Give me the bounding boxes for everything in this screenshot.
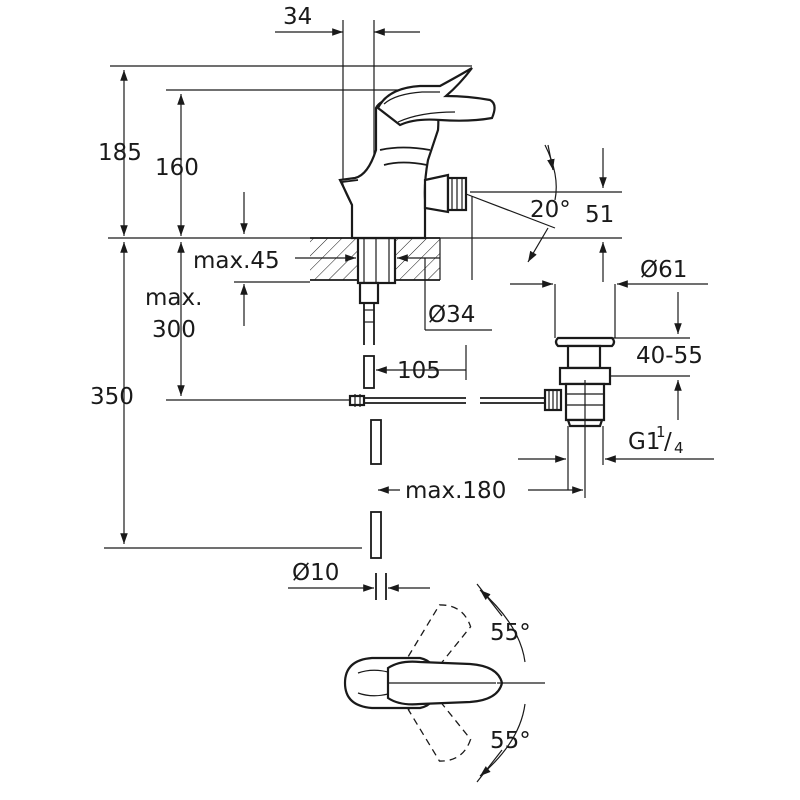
dim-max-label-1: max. <box>145 285 202 311</box>
dim-34-group: 34 <box>275 4 420 238</box>
dim-lever-height: 160 <box>155 155 199 181</box>
thread-base: G1 <box>628 429 660 455</box>
dim-waste-range: 40-55 <box>636 343 703 369</box>
dim-total-height: 185 <box>98 140 142 166</box>
dim-tilt-angle: 20° <box>530 197 571 223</box>
thread-denominator: 4 <box>674 439 684 457</box>
dim-spout-offset: 34 <box>283 4 312 30</box>
dim-thread-size: G1 1 / 4 <box>628 423 684 457</box>
thread-slash: / <box>664 429 672 455</box>
thread-numerator: 1 <box>656 423 666 441</box>
dim-max-label-2: 300 <box>152 317 196 343</box>
dim-lever-angle-top: 55° <box>490 620 531 646</box>
dim-deck-thickness: max.45 <box>193 248 280 274</box>
waste-assembly: Ø61 40-55 G1 1 / 4 <box>378 257 714 504</box>
angle-dimensions: 20° 51 <box>470 144 622 282</box>
dim-lever-angle-bottom: 55° <box>490 728 531 754</box>
lever-top-view: 55° 55° <box>343 583 545 783</box>
dim-waste-diameter: Ø61 <box>640 257 687 283</box>
dim-waste-distance: max.180 <box>405 478 506 504</box>
hose-pipe: 105 <box>348 281 545 600</box>
dim-hole-diameter: Ø34 <box>428 302 475 328</box>
dim-pipe-diameter: Ø10 <box>292 560 339 586</box>
faucet-body <box>338 67 556 280</box>
dim-nozzle-height: 51 <box>585 202 614 228</box>
dim-pipe-offset: 105 <box>397 358 441 384</box>
dim-10-group: Ø10 <box>288 560 430 592</box>
dim-hose-length: 350 <box>90 384 134 410</box>
